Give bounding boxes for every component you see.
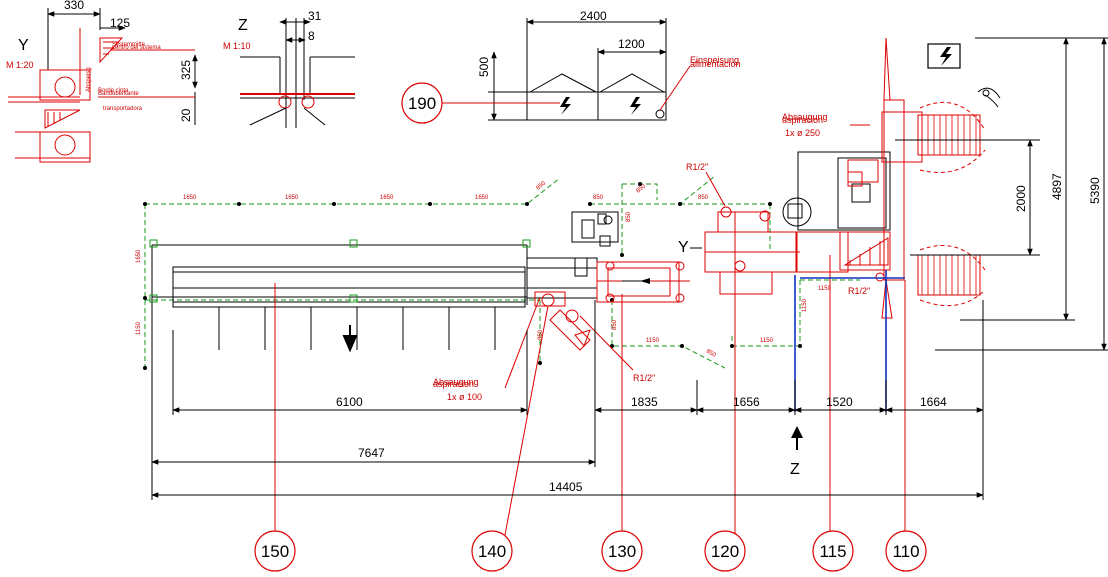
extraction-bottom-label: aspiracion [433,379,474,389]
balloon-115: 115 [819,542,846,561]
dim-4897: 4897 [1050,173,1064,200]
balloon-120: 120 [711,542,739,561]
bottom-dimensions: 6100 1835 1656 1520 1664 7647 14405 Z [151,300,984,500]
dim-y-20: 20 [179,108,193,122]
view-z-marker: Z [790,461,800,478]
detail-y-letter: Y [18,37,29,54]
detail-z-scale: M 1:10 [223,41,251,51]
grid-850-a: 850 [535,180,547,191]
grid-1150-v2: 1150 [802,298,808,312]
lightning-bolt-icon [560,97,571,115]
dim-2000: 2000 [1014,185,1028,212]
grid-1650-d: 1650 [475,195,489,201]
item-balloons: 190 150 140 130 120 115 110 [254,82,927,572]
grid-1150-v: 1150 [136,321,142,335]
dim-6100: 6100 [336,395,363,409]
machine-120: R1/2" Y [678,162,849,535]
dim-7647: 7647 [358,446,385,460]
grid-1650-c: 1650 [380,195,394,201]
dim-5390: 5390 [1088,177,1102,204]
down-arrow-icon [342,325,358,353]
dim-1835: 1835 [631,395,658,409]
grid-1150-h1: 1150 [646,338,660,344]
dim-14405: 14405 [549,480,583,494]
power-supply-overlap-label: Einspeisung [690,55,739,65]
detail-view-z: Z M 1:10 31 8 [223,9,355,128]
grid-1650-a: 1650 [183,195,197,201]
detail-z-letter: Z [238,17,248,34]
dim-1656: 1656 [733,395,760,409]
machine-115-110: Absaugung aspiracion 1x ø 250 R1/2" [782,37,1001,535]
r12-top-label: R1/2" [686,162,708,172]
column-grid: 1650 1650 1650 1650 850 850 850 850 1650… [136,175,860,370]
r12-right-label: R1/2" [848,286,870,296]
detail-y-scale: M 1:20 [6,60,34,70]
y-label-conveyor: transportadora [103,106,143,112]
dim-y-325: 325 [179,60,193,80]
grid-850-c: 850 [635,183,647,194]
y-label-center: centro del sistema [112,45,161,51]
y-label-band: Bandoberkante [98,91,139,97]
grid-850-diag: 850 [705,349,717,360]
transfer-section: Absaugung aspiracion 1x ø 100 R1/2" [433,211,690,536]
grid-1650-b: 1650 [285,195,299,201]
lightning-bolt-icon [940,47,952,66]
dim-500: 500 [477,57,491,77]
dim-1200: 1200 [618,37,645,51]
y-label-band-overlap: Borde cinta [98,88,129,94]
lightning-bolt-icon [630,97,641,115]
balloon-130: 130 [608,542,636,561]
r12-bottom-label: R1/2" [633,373,655,383]
balloon-140: 140 [478,542,506,561]
balloon-110: 110 [892,542,919,561]
grid-850-v3: 850 [612,319,618,330]
y-label-side: Abspeisg [86,67,92,92]
up-arrow-icon [791,426,803,438]
detail-view-y: Y M 1:20 330 125 Systemmitte centro del … [6,0,198,163]
dim-z-8: 8 [308,29,315,43]
power-panel: 2400 1200 500 Einspeisung alimentacion [440,9,741,121]
grid-850-d: 850 [698,195,709,201]
dim-z-31: 31 [308,9,322,23]
dim-y-330: 330 [64,0,84,12]
extraction-bottom-spec: 1x ø 100 [447,392,482,402]
dim-y-125: 125 [110,16,130,30]
balloon-190: 190 [408,94,436,113]
grid-1650-v: 1650 [136,249,142,263]
conveyor-150 [149,239,598,535]
dim-1520: 1520 [826,395,853,409]
view-y-marker: Y [678,239,689,256]
balloon-150: 150 [261,542,289,561]
y-label-center-overlap: Systemmitte [112,42,146,48]
extraction-top-overlap-label: Absaugung [782,112,828,122]
extraction-top-label: aspiracion [782,115,823,125]
dim-1664: 1664 [920,395,947,409]
grid-850-v2: 850 [538,329,544,340]
grid-850-b: 850 [593,195,604,201]
grid-1150-h2: 1150 [760,338,774,344]
dim-2400: 2400 [580,9,607,23]
extraction-top-spec: 1x ø 250 [785,128,820,138]
grid-1150-h3: 1150 [818,286,832,292]
right-dimensions: 2000 4897 5390 [895,37,1108,351]
extraction-bottom-overlap-label: Absaugung [433,377,479,387]
grid-850-v1: 850 [626,211,632,222]
power-supply-label: alimentacion [690,59,741,69]
